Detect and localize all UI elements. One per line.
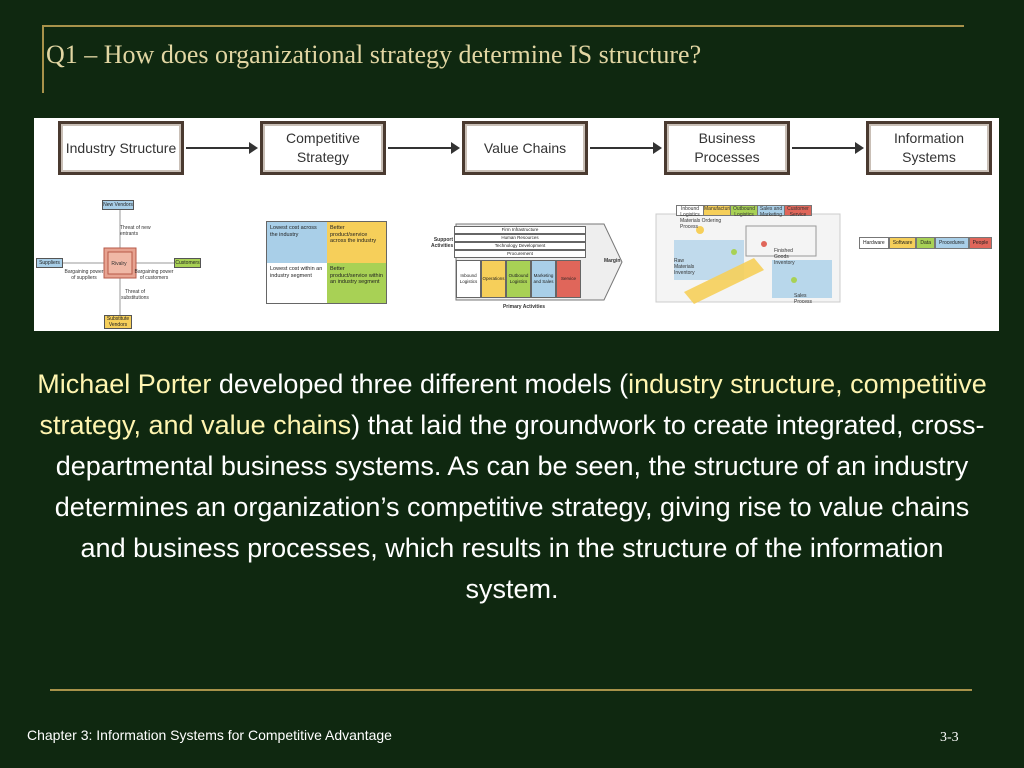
flow-arrow [792, 142, 864, 154]
primary-col-inbound: Inbound Logistics [456, 260, 481, 298]
strategy-flow-figure: Industry Structure Competitive Strategy … [34, 118, 999, 331]
competitive-strategy-grid: Lowest cost across the industry Better p… [266, 221, 387, 304]
flow-arrow [186, 142, 258, 154]
support-row: Technology Development [454, 242, 586, 250]
value-chain-diagram: Support Activities Firm Infrastructure H… [431, 222, 624, 314]
support-activities-label: Support Activities [431, 237, 454, 249]
flow-arrow [590, 142, 662, 154]
body-text-models: industry structure, competitive strategy… [39, 369, 987, 440]
new-vendors-box: New Vendors [102, 200, 134, 210]
flow-box-business-processes: Business Processes [664, 121, 790, 175]
primary-activities-label: Primary Activities [502, 304, 546, 310]
substitute-vendors-box: Substitute Vendors [104, 315, 132, 329]
body-text-segment: ) that laid the groundwork to create int… [54, 410, 985, 604]
footer-chapter: Chapter 3: Information Systems for Compe… [27, 727, 392, 743]
primary-col-outbound: Outbound Logistics [506, 260, 531, 298]
threat-entrants-label: Threat of new entrants [120, 225, 151, 237]
is-component: People [968, 237, 993, 249]
body-paragraph: Michael Porter developed three different… [36, 364, 988, 610]
customers-box: Customers [174, 258, 201, 268]
threat-substitutes-label: Threat of substitutions [121, 289, 149, 301]
is-component: Procedures [934, 237, 969, 249]
is-components-strip: Hardware Software Data Procedures People [859, 237, 993, 249]
primary-col-operations: Operations [481, 260, 506, 298]
is-component: Software [888, 237, 917, 249]
power-suppliers-label: Bargaining power of suppliers [64, 269, 104, 281]
process-label: Materials Ordering Process [680, 218, 722, 230]
primary-col-marketing: Marketing and Sales [531, 260, 556, 298]
is-component: Hardware [859, 237, 889, 249]
support-row: Procurement [454, 250, 586, 258]
process-label: Finished Goods Inventory [774, 248, 795, 266]
body-text-segment: developed three different models ( [211, 369, 629, 399]
strategy-cell-cost-industry: Lowest cost across the industry [267, 222, 327, 263]
power-customers-label: Bargaining power of customers [134, 269, 174, 281]
suppliers-box: Suppliers [36, 258, 63, 268]
process-lane: Manufacturing [703, 205, 736, 216]
primary-col-service: Service [556, 260, 581, 298]
flow-arrow [388, 142, 460, 154]
process-label: Sales Process [794, 293, 813, 305]
strategy-cell-differentiation-segment: Better product/service within an industr… [327, 263, 386, 303]
strategy-cell-cost-segment: Lowest cost within an industry segment [267, 263, 327, 303]
support-row: Human Resources [454, 234, 586, 242]
left-rule [42, 25, 44, 93]
process-lane: Inbound Logistics [676, 205, 704, 218]
margin-label: Margin [604, 258, 621, 264]
slide-title: Q1 – How does organizational strategy de… [46, 40, 702, 69]
flow-box-value-chains: Value Chains [462, 121, 588, 175]
body-text-porter: Michael Porter [37, 369, 212, 399]
is-component: Data [916, 237, 935, 249]
page-number: 3-3 [940, 730, 959, 745]
bottom-rule [50, 689, 972, 691]
flow-box-competitive-strategy: Competitive Strategy [260, 121, 386, 175]
process-lane: Outbound Logistics [730, 205, 758, 218]
process-lane: Customer Service [784, 205, 812, 218]
strategy-cell-differentiation-industry: Better product/service across the indust… [327, 222, 386, 263]
support-row: Firm Infrastructure [454, 226, 586, 234]
top-rule [42, 25, 964, 27]
process-label: Raw Materials Inventory [674, 258, 695, 276]
process-lane: Sales and Marketing [757, 205, 785, 218]
flow-box-industry-structure: Industry Structure [58, 121, 184, 175]
flow-box-information-systems: Information Systems [866, 121, 992, 175]
rivalry-label: Rivalry [111, 261, 127, 267]
